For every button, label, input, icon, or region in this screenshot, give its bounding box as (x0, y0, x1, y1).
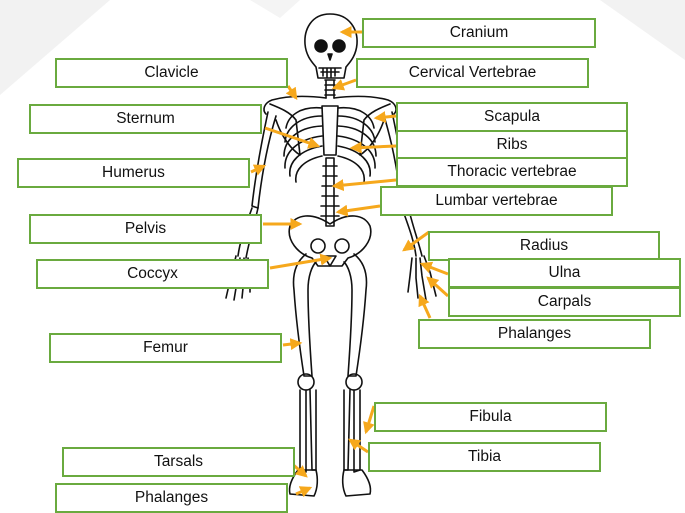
arrow-femur (283, 343, 300, 345)
label-fibula: Fibula (374, 402, 607, 432)
arrow-phalanges-foot (296, 488, 310, 494)
arrow-ulna (422, 264, 448, 274)
arrow-scapula (376, 116, 396, 118)
label-radius: Radius (428, 231, 660, 261)
label-humerus: Humerus (17, 158, 250, 188)
label-cranium: Cranium (362, 18, 596, 48)
label-cervical-vertebrae: Cervical Vertebrae (356, 58, 589, 88)
label-coccyx: Coccyx (36, 259, 269, 289)
label-ribs: Ribs (396, 130, 628, 160)
arrow-coccyx (270, 258, 330, 268)
label-carpals: Carpals (448, 287, 681, 317)
arrow-phalanges-hand (420, 296, 430, 318)
label-phalanges-hand: Phalanges (418, 319, 651, 349)
label-ulna: Ulna (448, 258, 681, 288)
arrow-cervical (334, 80, 356, 88)
label-phalanges-foot: Phalanges (55, 483, 288, 513)
arrow-humerus (251, 166, 264, 172)
arrow-carpals (428, 278, 448, 296)
label-clavicle: Clavicle (55, 58, 288, 88)
arrow-ribs (352, 146, 396, 148)
arrow-fibula (366, 406, 374, 432)
label-lumbar-vertebrae: Lumbar vertebrae (380, 186, 613, 216)
arrow-lumbar (338, 206, 380, 212)
label-pelvis: Pelvis (29, 214, 262, 244)
label-femur: Femur (49, 333, 282, 363)
label-scapula: Scapula (396, 102, 628, 132)
arrow-tibia (350, 440, 368, 452)
arrow-radius (404, 232, 429, 250)
arrow-clavicle (288, 86, 296, 98)
label-tibia: Tibia (368, 442, 601, 472)
label-thoracic-vertebrae: Thoracic vertebrae (396, 157, 628, 187)
arrow-sternum (265, 128, 318, 146)
label-tarsals: Tarsals (62, 447, 295, 477)
label-sternum: Sternum (29, 104, 262, 134)
